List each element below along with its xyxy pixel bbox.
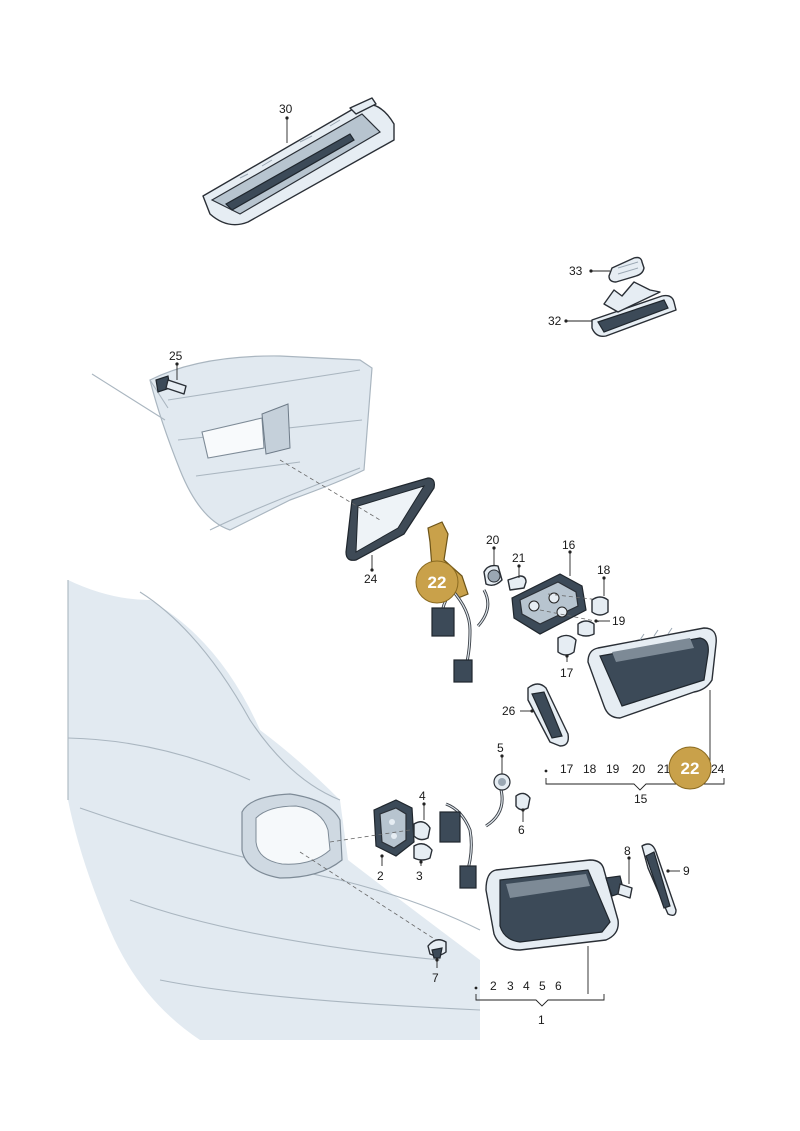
label-2: 2 (377, 869, 384, 883)
part-26-trim-strip[interactable] (527, 683, 570, 747)
label-8: 8 (624, 844, 631, 858)
label-7: 7 (432, 971, 439, 985)
part-17-bulb[interactable] (557, 634, 577, 656)
part-22-wiring-harness-lower[interactable] (439, 785, 504, 889)
group15-item-19: 19 (606, 762, 620, 776)
part-30-brake-light[interactable] (202, 97, 395, 226)
label-15: 15 (634, 792, 648, 806)
group-15-callout: 17 18 19 20 21 24 15 (544, 690, 725, 806)
label-9: 9 (683, 864, 690, 878)
part-16-bulb-holder[interactable] (511, 573, 601, 635)
group15-item-24: 24 (711, 762, 725, 776)
part-5-bulb-socket[interactable] (493, 773, 511, 791)
label-6: 6 (518, 823, 525, 837)
part-18-bulb[interactable] (591, 596, 609, 616)
rear-quarter-body (67, 580, 481, 1040)
group1-item-2: 2 (490, 979, 497, 993)
part-21-bulb[interactable] (507, 575, 527, 591)
svg-text:22: 22 (681, 759, 700, 778)
part-2-bulb-holder[interactable] (373, 799, 415, 857)
label-20: 20 (486, 533, 500, 547)
part-6-bulb[interactable] (515, 792, 531, 811)
part-1-outer-tail-light[interactable] (485, 859, 619, 951)
part-33-bulb[interactable] (608, 256, 645, 283)
label-5: 5 (497, 741, 504, 755)
highlight-badge-22-group[interactable]: 22 (668, 746, 712, 790)
part-25-screw[interactable] (155, 375, 187, 395)
part-7-clip[interactable] (427, 939, 447, 959)
label-3: 3 (416, 869, 423, 883)
group15-item-17: 17 (560, 762, 574, 776)
part-20-bulb-socket[interactable] (483, 564, 503, 587)
label-32: 32 (548, 314, 562, 328)
part-19-bulb[interactable] (577, 620, 595, 637)
label-24: 24 (364, 572, 378, 586)
part-15-inner-tail-light[interactable] (587, 627, 717, 719)
label-21: 21 (512, 551, 526, 565)
part-8-screw[interactable] (605, 875, 633, 899)
part-3-bulb[interactable] (413, 843, 433, 861)
label-33: 33 (569, 264, 583, 278)
group-1-callout: 2 3 4 5 6 1 (474, 946, 605, 1027)
part-4-bulb[interactable] (413, 821, 431, 841)
label-17: 17 (560, 666, 574, 680)
label-16: 16 (562, 538, 576, 552)
label-1: 1 (538, 1013, 545, 1027)
group1-item-4: 4 (523, 979, 530, 993)
part-9-trim[interactable] (641, 843, 677, 917)
group1-item-3: 3 (507, 979, 514, 993)
group15-item-20: 20 (632, 762, 646, 776)
part-32-licence-lamp[interactable] (591, 281, 677, 338)
highlight-badge-22-upper[interactable]: 22 (415, 560, 459, 604)
group15-item-21: 21 (657, 762, 671, 776)
label-18: 18 (597, 563, 611, 577)
group1-item-5: 5 (539, 979, 546, 993)
svg-text:22: 22 (428, 573, 447, 592)
label-19: 19 (612, 614, 626, 628)
group1-item-6: 6 (555, 979, 562, 993)
label-4: 4 (419, 789, 426, 803)
label-30: 30 (279, 102, 293, 116)
label-25: 25 (169, 349, 183, 363)
group15-item-18: 18 (583, 762, 597, 776)
label-26: 26 (502, 704, 516, 718)
part-24-gasket[interactable] (345, 477, 435, 561)
boot-lid-panel (91, 355, 373, 531)
